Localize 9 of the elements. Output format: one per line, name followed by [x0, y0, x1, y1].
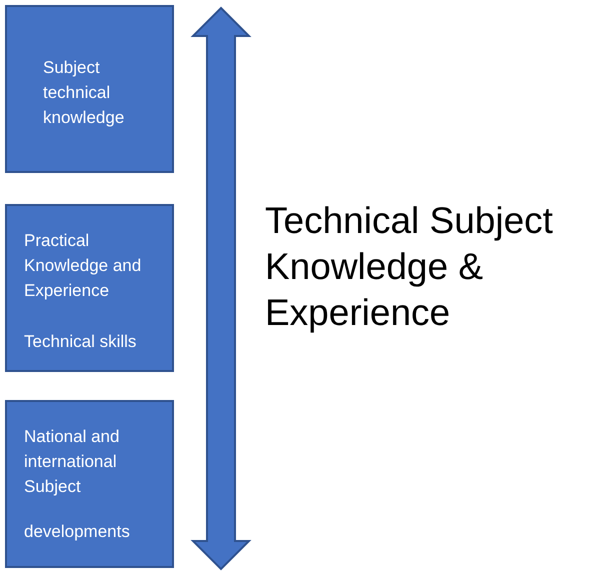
box-text: Subject technical knowledge [43, 57, 126, 129]
side-heading: Technical Subject Knowledge & Experience [265, 199, 554, 335]
text-box [5, 204, 174, 372]
box-text: developments [24, 521, 131, 543]
box-text: National and international Subject [24, 426, 120, 498]
text-box [5, 5, 174, 173]
box-text: Practical Knowledge and Experience [24, 230, 142, 302]
box-text: Technical skills [24, 331, 138, 353]
text-box [5, 400, 174, 568]
